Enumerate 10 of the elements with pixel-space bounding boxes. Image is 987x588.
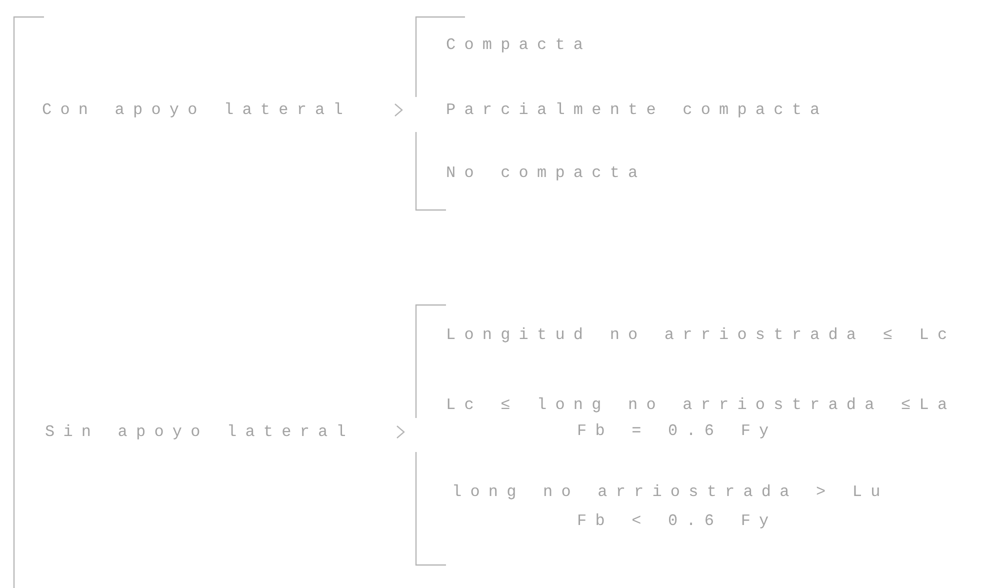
classification-text: Fb = 0.6 Fy <box>577 423 778 439</box>
classification-text: long no arriostrada > Lu <box>452 484 889 500</box>
classification-text: Con apoyo lateral <box>42 102 352 118</box>
classification-text: Parcialmente compacta <box>446 102 828 118</box>
classification-text: Compacta <box>446 37 592 53</box>
classification-text: Fb < 0.6 Fy <box>577 513 778 529</box>
classification-text: Sin apoyo lateral <box>45 424 354 440</box>
classification-text: No compacta <box>446 165 646 181</box>
classification-text: Longitud no arriostrada ≤ Lc <box>446 327 956 343</box>
classification-text: Lc ≤ long no arriostrada ≤La <box>446 397 956 413</box>
